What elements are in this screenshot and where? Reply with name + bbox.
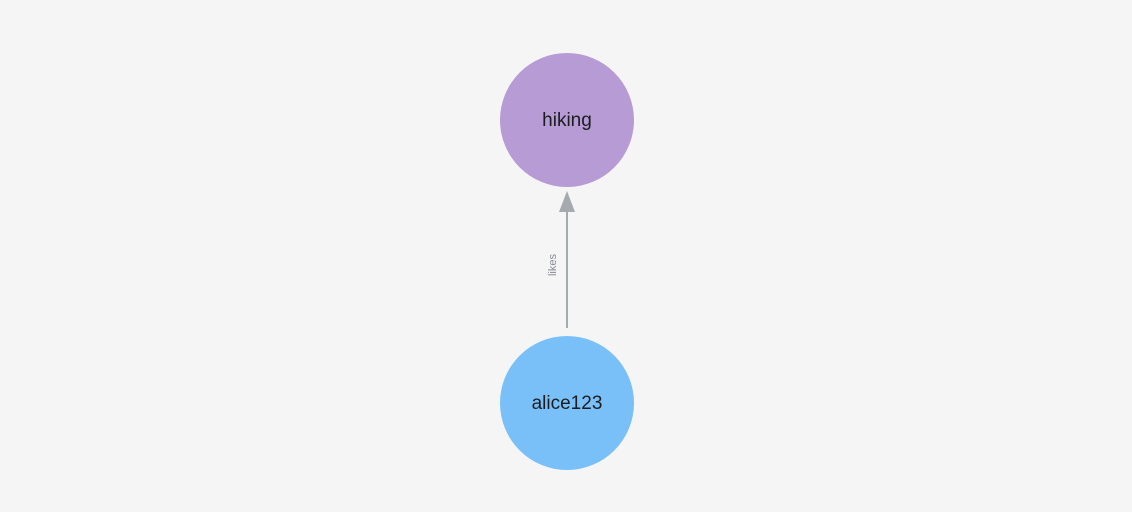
node-hiking[interactable]: hiking [500, 53, 634, 187]
node-alice123[interactable]: alice123 [500, 336, 634, 470]
node-alice123-label: alice123 [531, 392, 603, 414]
edge-arrowhead-icon [559, 191, 575, 212]
edge-line[interactable] [566, 209, 568, 328]
node-hiking-label: hiking [542, 109, 592, 131]
edge-label: likes [547, 254, 559, 277]
